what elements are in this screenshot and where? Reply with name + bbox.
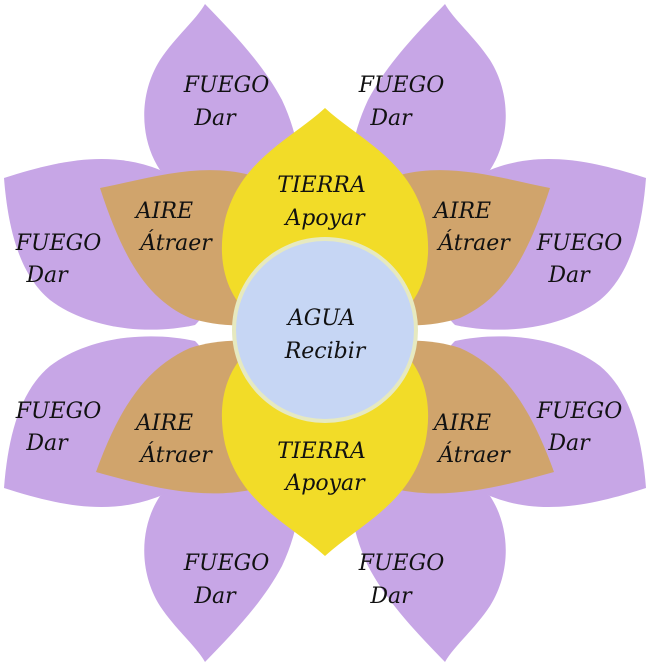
label-tierra-bottom: TIERRA Apoyar: [277, 439, 372, 496]
label-fuego-bottom-right: FUEGO Dar: [358, 551, 451, 609]
label-tierra-top: TIERRA Apoyar: [277, 173, 372, 231]
agua-circle: [236, 241, 414, 419]
label-fuego-lower-left: FUEGO Dar: [15, 399, 108, 456]
label-fuego-upper-right: FUEGO Dar: [536, 231, 629, 288]
label-aire-upper-right: AIRE Átraer: [432, 199, 511, 256]
label-agua-center: AGUA Recibir: [284, 306, 367, 364]
fuego-petal-bottom-left: [144, 466, 301, 662]
fuego-petal-top-right: [349, 4, 506, 200]
label-fuego-upper-left: FUEGO Dar: [15, 231, 108, 288]
label-fuego-lower-right: FUEGO Dar: [536, 399, 629, 456]
labels: FUEGO Dar FUEGO Dar FUEGO Dar FUEGO Dar …: [15, 73, 629, 609]
label-aire-upper-left: AIRE Átraer: [134, 199, 213, 256]
fuego-petal-top-left: [144, 4, 301, 200]
label-fuego-top-right: FUEGO Dar: [358, 73, 451, 131]
label-aire-lower-left: AIRE Átraer: [134, 411, 213, 468]
label-fuego-top-left: FUEGO Dar: [183, 73, 276, 131]
label-aire-lower-right: AIRE Átraer: [432, 411, 511, 468]
fuego-petal-bottom-right: [349, 466, 506, 662]
label-fuego-bottom-left: FUEGO Dar: [183, 551, 276, 609]
